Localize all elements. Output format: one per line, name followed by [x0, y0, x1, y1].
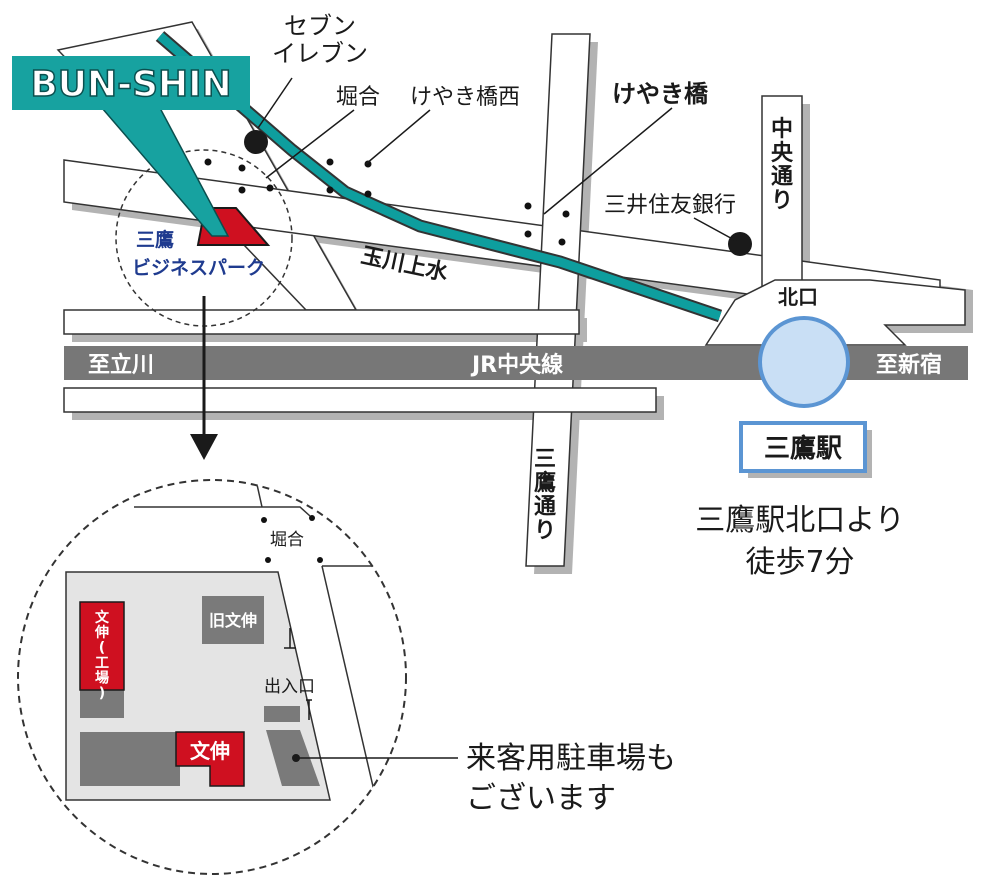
business-park-label-line2: ビジネスパーク [132, 257, 265, 279]
detail-arrow-head [190, 434, 218, 460]
intersection-dots [204, 158, 570, 246]
entrance-label: 出入口 [264, 677, 315, 697]
station-name: 三鷹駅 [764, 433, 842, 464]
seven-eleven-marker [244, 130, 268, 154]
bunshin-building [175, 731, 245, 787]
north-exit-label: 北口 [778, 285, 818, 309]
access-text-line1: 三鷹駅北口より [695, 503, 904, 538]
logo-text: BUN-SHIN [30, 64, 231, 105]
parking-small [264, 706, 300, 722]
main-building-gray [80, 732, 180, 786]
old-bunshin-label: 旧文伸 [209, 611, 257, 630]
logo-box [12, 56, 250, 110]
factory-building-lower [80, 690, 124, 718]
detail-horiai-label: 堀合 [270, 530, 304, 550]
roads [56, 21, 966, 567]
detail-inset [17, 479, 407, 875]
business-park-label-line1: 三鷹 [136, 228, 174, 251]
mitaka-station-circle [758, 316, 850, 408]
seven-eleven-label: セブンイレブン [272, 12, 368, 68]
old-bunshin-building [202, 596, 264, 644]
road-south-of-rail [63, 387, 657, 413]
access-text-line2: 徒歩7分 [745, 545, 854, 580]
north-exit-plaza [704, 279, 966, 346]
parking-note-line2: ございます [466, 781, 616, 816]
tamagawa-josui-canal [155, 31, 723, 323]
bunshin-label: 文伸 [190, 739, 230, 763]
rail-west-direction: 至立川 [88, 352, 154, 378]
bank-label: 三井住友銀行 [604, 193, 736, 218]
keyaki-nishi-label: けやき橋西 [410, 85, 520, 110]
road-north-of-rail [63, 309, 580, 335]
factory-label: 文伸(工場) [94, 609, 110, 702]
mitaka-dori-label: 三鷹通り [534, 447, 556, 543]
rail-line-name: JR中央線 [470, 352, 563, 378]
factory-building [79, 601, 125, 691]
station-sign [739, 421, 867, 473]
parking-note-line1: 来客用駐車場も [466, 741, 676, 776]
chuo-dori-label: 中央通り [771, 117, 794, 213]
horiai-label: 堀合 [336, 85, 380, 110]
keyaki-label: けやき橋 [612, 80, 709, 108]
rail-east-direction: 至新宿 [876, 352, 942, 378]
bank-marker [728, 232, 752, 256]
